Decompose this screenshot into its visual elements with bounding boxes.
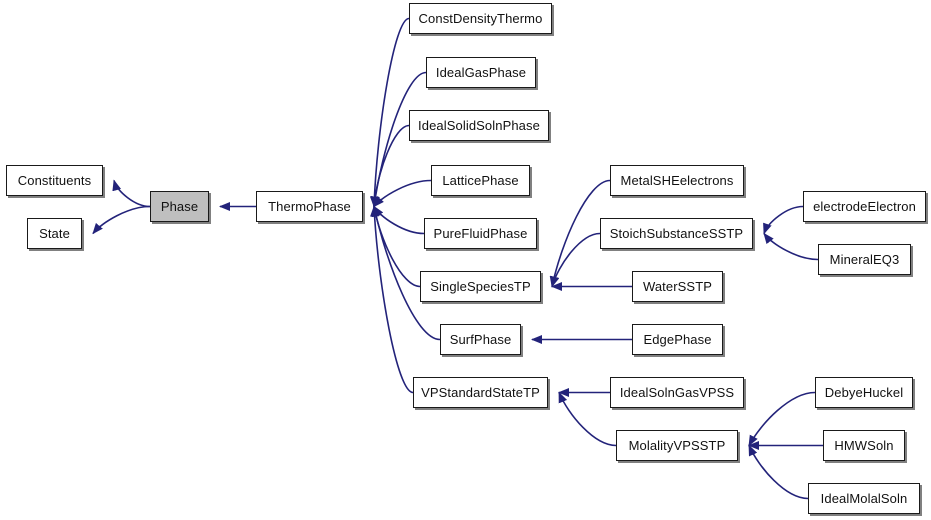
class-node-label: Constituents bbox=[17, 173, 92, 188]
class-node-label: MolalityVPSSTP bbox=[628, 438, 726, 453]
class-node-label: ThermoPhase bbox=[268, 199, 351, 214]
class-node-phase[interactable]: Phase bbox=[150, 191, 209, 222]
class-node-thermophase[interactable]: ThermoPhase bbox=[256, 191, 363, 222]
class-node-label: VPStandardStateTP bbox=[421, 385, 540, 400]
class-node-label: MineralEQ3 bbox=[829, 252, 900, 267]
class-node-vpstandardstatetp[interactable]: VPStandardStateTP bbox=[413, 377, 548, 408]
class-node-state[interactable]: State bbox=[27, 218, 82, 249]
class-node-label: IdealGasPhase bbox=[435, 65, 527, 80]
class-node-mineraleq3[interactable]: MineralEQ3 bbox=[818, 244, 911, 275]
class-node-label: electrodeElectron bbox=[813, 199, 916, 214]
class-node-label: PureFluidPhase bbox=[433, 226, 528, 241]
class-node-label: SurfPhase bbox=[449, 332, 512, 347]
class-node-latticephase[interactable]: LatticePhase bbox=[431, 165, 530, 196]
class-node-watersstp[interactable]: WaterSSTP bbox=[632, 271, 723, 302]
class-node-idealgasphase[interactable]: IdealGasPhase bbox=[426, 57, 536, 88]
class-node-label: EdgePhase bbox=[643, 332, 712, 347]
class-node-purefluidphase[interactable]: PureFluidPhase bbox=[424, 218, 537, 249]
class-node-idealsolngasvpss[interactable]: IdealSolnGasVPSS bbox=[610, 377, 744, 408]
class-node-electrodeelectron[interactable]: electrodeElectron bbox=[803, 191, 926, 222]
class-node-debyehuckel[interactable]: DebyeHuckel bbox=[815, 377, 913, 408]
class-node-idealmolalsoln[interactable]: IdealMolalSoln bbox=[808, 483, 920, 514]
class-node-label: IdealMolalSoln bbox=[820, 491, 908, 506]
class-node-constituents[interactable]: Constituents bbox=[6, 165, 103, 196]
class-node-label: MetalSHEelectrons bbox=[620, 173, 734, 188]
class-node-label: DebyeHuckel bbox=[824, 385, 904, 400]
class-node-edgephase[interactable]: EdgePhase bbox=[632, 324, 723, 355]
class-node-stoichsubstancesstp[interactable]: StoichSubstanceSSTP bbox=[600, 218, 753, 249]
class-node-singlespeciestp[interactable]: SingleSpeciesTP bbox=[420, 271, 541, 302]
class-node-label: WaterSSTP bbox=[642, 279, 713, 294]
class-node-label: StoichSubstanceSSTP bbox=[609, 226, 744, 241]
class-node-label: State bbox=[39, 226, 70, 241]
class-node-molalityvpsstp[interactable]: MolalityVPSSTP bbox=[616, 430, 738, 461]
class-node-idealsolidsolnphase[interactable]: IdealSolidSolnPhase bbox=[409, 110, 549, 141]
class-node-hmwsoln[interactable]: HMWSoln bbox=[823, 430, 905, 461]
class-node-label: Phase bbox=[160, 199, 199, 214]
class-node-label: IdealSolnGasVPSS bbox=[619, 385, 735, 400]
class-node-label: IdealSolidSolnPhase bbox=[418, 118, 540, 133]
class-node-surfphase[interactable]: SurfPhase bbox=[440, 324, 521, 355]
class-node-metalsheelectrons[interactable]: MetalSHEelectrons bbox=[610, 165, 744, 196]
class-node-label: LatticePhase bbox=[442, 173, 519, 188]
class-node-label: HMWSoln bbox=[834, 438, 894, 453]
class-node-label: ConstDensityThermo bbox=[418, 11, 543, 26]
class-node-label: SingleSpeciesTP bbox=[430, 279, 531, 294]
class-node-constdensitythermo[interactable]: ConstDensityThermo bbox=[409, 3, 552, 34]
